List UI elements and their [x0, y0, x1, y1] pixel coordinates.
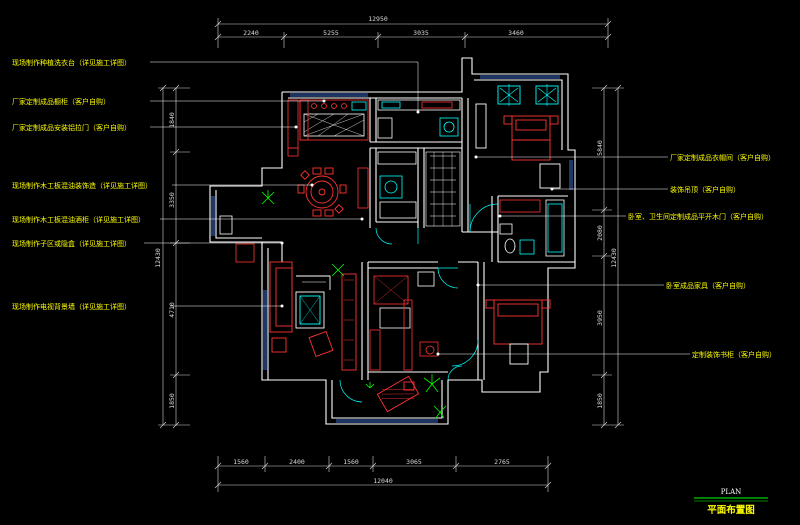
drawing-subtitle: PLAN: [721, 488, 742, 496]
plants: [261, 190, 447, 419]
balcony-furniture: [376, 375, 420, 413]
laundry-area: [377, 99, 461, 139]
left-dimension-segment: 4710: [168, 302, 176, 318]
right-dimension-segment: 2080: [596, 225, 604, 241]
right-leader-lines: [438, 156, 690, 355]
note-bedroom-furniture: 卧室成品家具（客户自购）: [666, 281, 750, 290]
dining-table: [297, 167, 347, 217]
right-leader-dots: [436, 155, 554, 356]
bottom-dimension-segment: 1560: [343, 458, 359, 466]
kitchen-cabinets: [287, 99, 369, 157]
right-overall-dimension: 12430: [610, 248, 618, 268]
left-dimension-chain: [158, 84, 190, 429]
note-ceiling: 装饰吊顶（客户自购）: [670, 185, 740, 194]
note-laundry-counter: 现场制作种植洗衣台（详见施工详图）: [12, 58, 131, 67]
right-dimension-segment: 1850: [596, 393, 604, 409]
top-overall-dimension: 12950: [368, 15, 388, 23]
note-tv-wall: 现场制作电视背景墙（详见施工详图）: [12, 302, 131, 311]
left-balcony-cabinet: [219, 215, 255, 263]
second-bedroom-furniture: [485, 299, 551, 365]
left-dimension-segment: 1840: [168, 112, 176, 128]
left-leader-dots: [280, 99, 420, 308]
top-dimension-segment: 3460: [508, 29, 524, 37]
note-kitchen-cabinets: 厂家定制成品橱柜（客户自购）: [12, 97, 110, 106]
doors: [339, 203, 499, 403]
left-dimension-segment: 3350: [168, 192, 176, 208]
bottom-overall-dimension: 12040: [373, 477, 393, 485]
note-shoe-cabinet: 现场制作子区或隐盒（详见施工详图）: [12, 239, 131, 248]
walls: [209, 57, 576, 425]
right-dimension-segment: 5840: [596, 140, 604, 156]
bottom-dimension-segment: 2400: [289, 458, 305, 466]
top-dimension-chain: [214, 18, 612, 48]
note-bookcase: 定制装饰书柜（客户自购）: [692, 350, 776, 359]
bottom-dimension-chain: [214, 456, 552, 492]
note-wooden-doors: 卧室、卫生间定制成品平开木门（客户自购）: [628, 212, 768, 221]
left-leader-lines: [144, 61, 419, 307]
windows: [211, 75, 573, 423]
storage-cabinets: [357, 151, 417, 219]
note-walk-in-closet: 厂家定制成品衣帽间（客户自购）: [670, 153, 775, 162]
note-decorative-wall: 现场制作木工板混油装饰造（详见施工详图）: [12, 181, 152, 190]
note-wine-cabinet: 现场制作木工板混油酒柜（详见施工详图）: [12, 215, 145, 224]
bottom-dimension-segment: 2765: [494, 458, 510, 466]
bottom-dimension-segment: 3065: [406, 458, 422, 466]
right-dimension-chain: [592, 84, 624, 429]
palm-plants: [499, 84, 557, 106]
master-bedroom-furniture: [475, 85, 561, 189]
left-overall-dimension: 12430: [154, 248, 162, 268]
right-dimension-segment: 3950: [596, 310, 604, 326]
left-dimension-segment: 1850: [168, 393, 176, 409]
bathroom-fixtures: [499, 199, 565, 257]
top-dimension-segment: 5255: [323, 29, 339, 37]
study-room-furniture: [369, 271, 439, 371]
living-room-furniture: [269, 261, 357, 371]
top-dimension-segment: 2240: [243, 29, 259, 37]
bottom-dimension-segment: 1560: [233, 458, 249, 466]
wardrobe-closet: [425, 151, 461, 227]
top-dimension-segment: 3035: [413, 29, 429, 37]
note-sliding-door: 厂家定制成品安装铝拉门（客户自购）: [12, 123, 131, 132]
drawing-title: 平面布置图: [707, 504, 755, 516]
